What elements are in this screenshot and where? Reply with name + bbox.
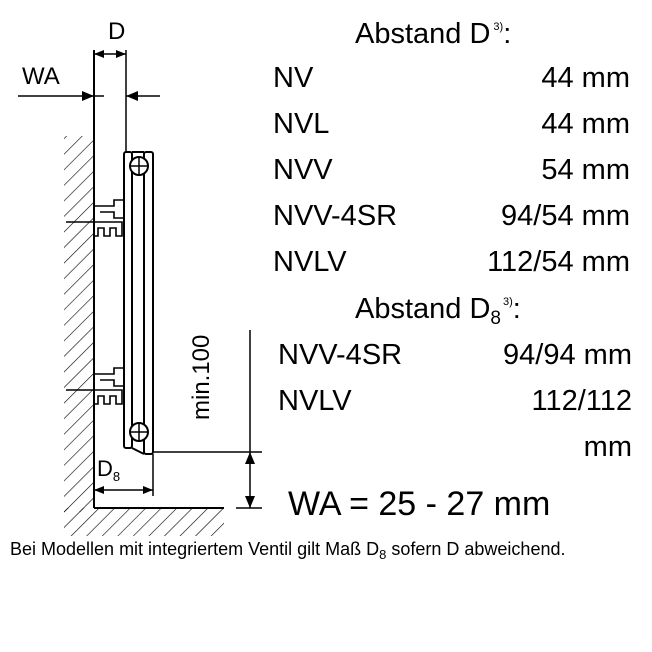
label-wa: WA xyxy=(22,63,60,90)
s1-row-value: 44 mm xyxy=(541,108,630,140)
section1-title-text: Abstand D xyxy=(355,18,491,50)
s1-row-model: NV xyxy=(273,62,314,94)
footnote-text: Bei Modellen mit integriertem Ventil gil… xyxy=(10,533,640,567)
note-part1: Bei Modellen mit integriertem Ventil gil… xyxy=(10,539,380,559)
radiator-panel-rear xyxy=(123,151,133,449)
upper-wall-bracket xyxy=(66,199,125,237)
radiator-panel-front xyxy=(143,151,154,455)
label-d: D xyxy=(108,18,126,45)
note-part2: sofern D abweichend. xyxy=(386,539,566,559)
wall-hatching xyxy=(64,136,94,512)
s2-row-value: 94/94 mm xyxy=(503,339,632,371)
s2-row-model: NVLV xyxy=(278,385,352,417)
section2-suffix: : xyxy=(512,293,521,325)
s2-overflow-unit: mm xyxy=(583,431,632,463)
s1-row-value: 94/54 mm xyxy=(501,200,630,232)
label-min100: min.100 xyxy=(188,334,215,420)
label-d8-main: D xyxy=(97,456,113,481)
section2-title: Abstand D83): xyxy=(355,293,521,329)
s1-row-value: 44 mm xyxy=(541,62,630,94)
section2-title-text: Abstand D xyxy=(355,293,491,325)
section1-suffix: : xyxy=(503,18,512,50)
s1-row-value: 112/54 mm xyxy=(487,246,630,278)
s2-row-value: 112/112 xyxy=(531,385,632,417)
section1-footnote: 3) xyxy=(493,21,504,33)
lower-wall-bracket xyxy=(66,367,125,405)
label-d8: D8 xyxy=(97,456,121,484)
s1-row-value: 54 mm xyxy=(541,154,630,186)
floor-hatching xyxy=(94,508,224,536)
s1-row-model: NVV xyxy=(273,154,333,186)
section2-subscript: 8 xyxy=(490,308,501,329)
note-sub: 8 xyxy=(379,547,387,562)
s1-row-model: NVL xyxy=(273,108,330,140)
s1-row-model: NVV-4SR xyxy=(273,200,398,232)
label-d8-sub: 8 xyxy=(112,469,121,484)
s1-row-model: NVLV xyxy=(273,246,347,278)
s2-row-model: NVV-4SR xyxy=(278,339,403,371)
section2-footnote: 3) xyxy=(503,296,513,308)
wa-equation: WA = 25 - 27 mm xyxy=(288,485,551,523)
